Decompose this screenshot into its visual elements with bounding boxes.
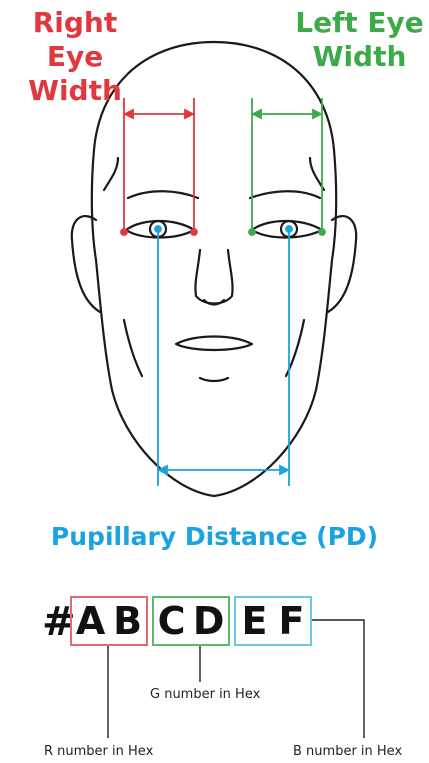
b-connector (312, 620, 364, 738)
r-caption: R number in Hex (44, 744, 153, 759)
b-caption: B number in Hex (293, 744, 402, 759)
g-caption: G number in Hex (150, 687, 260, 702)
